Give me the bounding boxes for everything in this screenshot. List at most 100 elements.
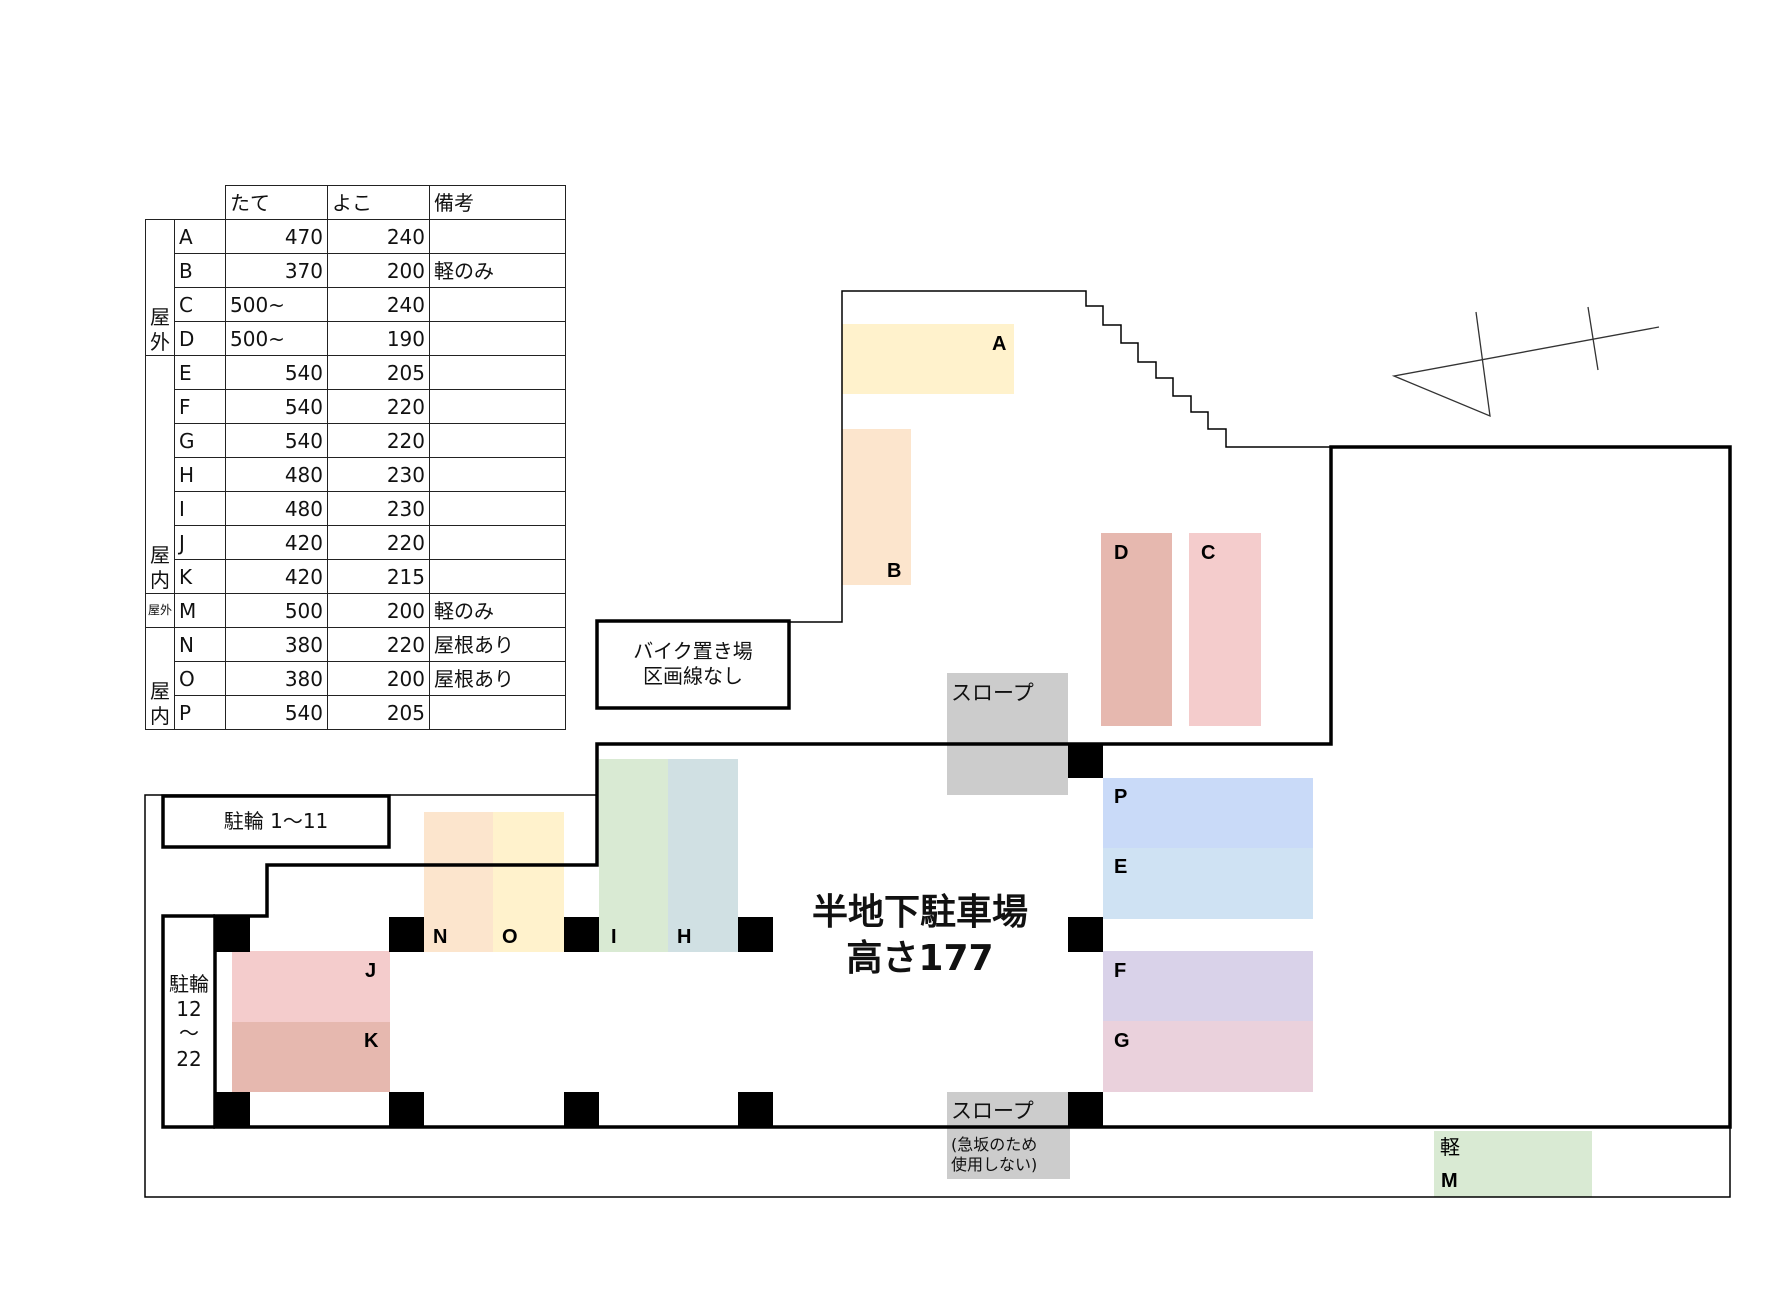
spot-h <box>668 759 738 952</box>
group-label: 屋外 <box>145 593 175 628</box>
spot-id-cell: F <box>174 389 226 424</box>
spot-p <box>1103 778 1313 848</box>
width-cell: 220 <box>327 627 430 662</box>
width-cell: 240 <box>327 219 430 254</box>
group-label: 屋内 <box>145 355 175 594</box>
spot-a <box>842 324 1014 394</box>
spot-id-cell: G <box>174 423 226 458</box>
blank-cell <box>175 186 226 220</box>
pillar <box>389 1092 424 1127</box>
width-cell: 215 <box>327 559 430 594</box>
spot-id-cell: I <box>174 491 226 526</box>
bicycle-1-label: 駐輪 1〜11 <box>224 809 329 833</box>
spot-j <box>232 951 390 1022</box>
pillar <box>738 917 773 952</box>
spot-id-cell: A <box>174 219 226 254</box>
length-cell: 500~ <box>225 287 328 322</box>
spot-id-cell: P <box>174 695 226 730</box>
area-labels: スロープ スロープ (急坂のため 使用しない) バイク置き場 区画線なし 駐輪 … <box>169 639 1037 1174</box>
spot-b <box>842 429 911 585</box>
length-cell: 370 <box>225 253 328 288</box>
pillar <box>1068 1092 1103 1127</box>
bicycle-2-label-4: 22 <box>176 1047 201 1071</box>
bicycle-2-label-1: 駐輪 <box>169 972 209 996</box>
pillar <box>738 1092 773 1127</box>
pillar <box>215 917 250 952</box>
length-cell: 500~ <box>225 321 328 356</box>
length-cell: 470 <box>225 219 328 254</box>
width-cell: 190 <box>327 321 430 356</box>
slope-top-area <box>947 673 1068 795</box>
spot-label-d: D <box>1114 542 1128 564</box>
note-cell <box>429 457 566 492</box>
length-cell: 540 <box>225 423 328 458</box>
basement-title-2: 高さ177 <box>846 938 993 979</box>
spot-labels: A B D C P E F G I H N O J K M <box>364 333 1458 1192</box>
spot-n <box>424 812 493 952</box>
spot-label-n: N <box>433 926 447 948</box>
spot-label-g: G <box>1114 1030 1130 1052</box>
note-cell <box>429 423 566 458</box>
blank-cell <box>146 186 175 220</box>
column-header: 備考 <box>429 185 566 220</box>
building-walls <box>161 445 1732 1129</box>
note-cell: 屋根あり <box>429 661 566 696</box>
table-header-row: たてよこ備考 <box>146 185 566 220</box>
group-label: 屋内 <box>145 627 175 730</box>
width-cell: 200 <box>327 593 430 628</box>
width-cell: 230 <box>327 457 430 492</box>
spot-label-h: H <box>677 926 691 948</box>
width-cell: 205 <box>327 695 430 730</box>
spot-label-b: B <box>887 560 901 582</box>
group-label: 屋外 <box>145 219 175 356</box>
spot-g <box>1103 1021 1313 1092</box>
north-arrow-icon <box>1391 306 1660 418</box>
note-cell <box>429 355 566 390</box>
spot-label-o: O <box>502 926 518 948</box>
spot-label-k: K <box>364 1030 379 1052</box>
spot-id-cell: N <box>174 627 226 662</box>
spot-k <box>232 1022 390 1092</box>
spot-id-cell: H <box>174 457 226 492</box>
group-label-char: 屋 <box>150 305 170 329</box>
width-cell: 240 <box>327 287 430 322</box>
note-cell: 軽のみ <box>429 253 566 288</box>
note-cell <box>429 389 566 424</box>
spot-label-i: I <box>611 926 617 948</box>
width-cell: 230 <box>327 491 430 526</box>
width-cell: 220 <box>327 423 430 458</box>
column-header: たて <box>225 185 328 220</box>
width-cell: 205 <box>327 355 430 390</box>
group-label-char: 内 <box>150 568 170 592</box>
spot-id-cell: D <box>174 321 226 356</box>
spot-label-e: E <box>1114 856 1127 878</box>
spot-label-f: F <box>1114 960 1126 982</box>
length-cell: 480 <box>225 491 328 526</box>
pillar <box>564 1092 599 1127</box>
note-cell <box>429 491 566 526</box>
spot-label-p: P <box>1114 786 1127 808</box>
bicycle-1-box <box>161 794 391 849</box>
bike-area-label-2: 区画線なし <box>643 664 743 688</box>
bike-area-box <box>595 619 791 710</box>
note-cell <box>429 287 566 322</box>
pillar <box>564 917 599 952</box>
note-cell <box>429 219 566 254</box>
spot-id-cell: J <box>174 525 226 560</box>
spot-id-cell: E <box>174 355 226 390</box>
length-cell: 540 <box>225 389 328 424</box>
pillar <box>215 1092 250 1127</box>
length-cell: 420 <box>225 559 328 594</box>
parking-spots <box>232 324 1592 1197</box>
